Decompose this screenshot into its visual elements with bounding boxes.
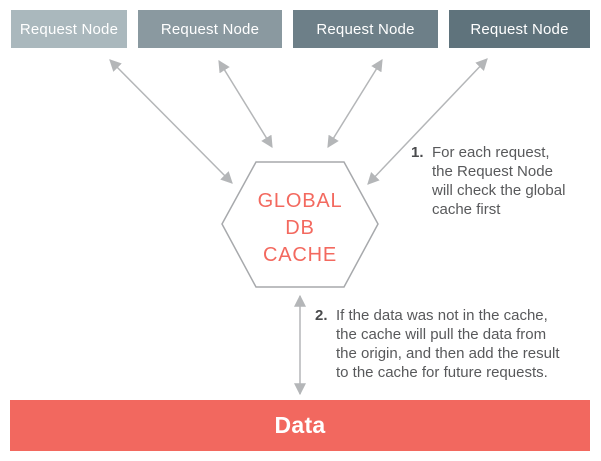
annotation-step-1: 1. For each request, the Request Node wi… (411, 143, 591, 219)
annotation-number: 2. (315, 307, 328, 324)
request-node-box-1: Request Node (11, 10, 127, 48)
annotation-number: 1. (411, 144, 424, 161)
request-node-box-3: Request Node (293, 10, 438, 48)
annotation-text: For each request, the Request Node will … (432, 144, 566, 218)
cache-label-line: GLOBAL (257, 190, 343, 212)
request-node-box-4: Request Node (449, 10, 590, 48)
annotation-step-2: 2. If the data was not in the cache, the… (315, 306, 600, 382)
cache-hexagon-shape (221, 161, 379, 288)
arrow-node2-cache (218, 59, 273, 149)
arrow-node3-cache (327, 58, 383, 149)
arrow-node4-cache (367, 58, 488, 185)
data-origin-bar: Data (10, 400, 590, 451)
data-bar-label: Data (274, 412, 326, 438)
request-node-label: Request Node (160, 20, 260, 38)
annotation-text: If the data was not in the cache, the ca… (336, 307, 560, 381)
cache-label-line: CACHE (262, 244, 337, 266)
cache-label-line: DB (285, 217, 315, 239)
cache-hexagon-label: GLOBAL DB CACHE (222, 188, 378, 269)
arrow-node1-cache (109, 59, 233, 184)
request-node-label: Request Node (470, 20, 569, 38)
request-node-box-2: Request Node (138, 10, 282, 48)
request-node-label: Request Node (316, 20, 415, 38)
request-node-label: Request Node (19, 20, 119, 38)
